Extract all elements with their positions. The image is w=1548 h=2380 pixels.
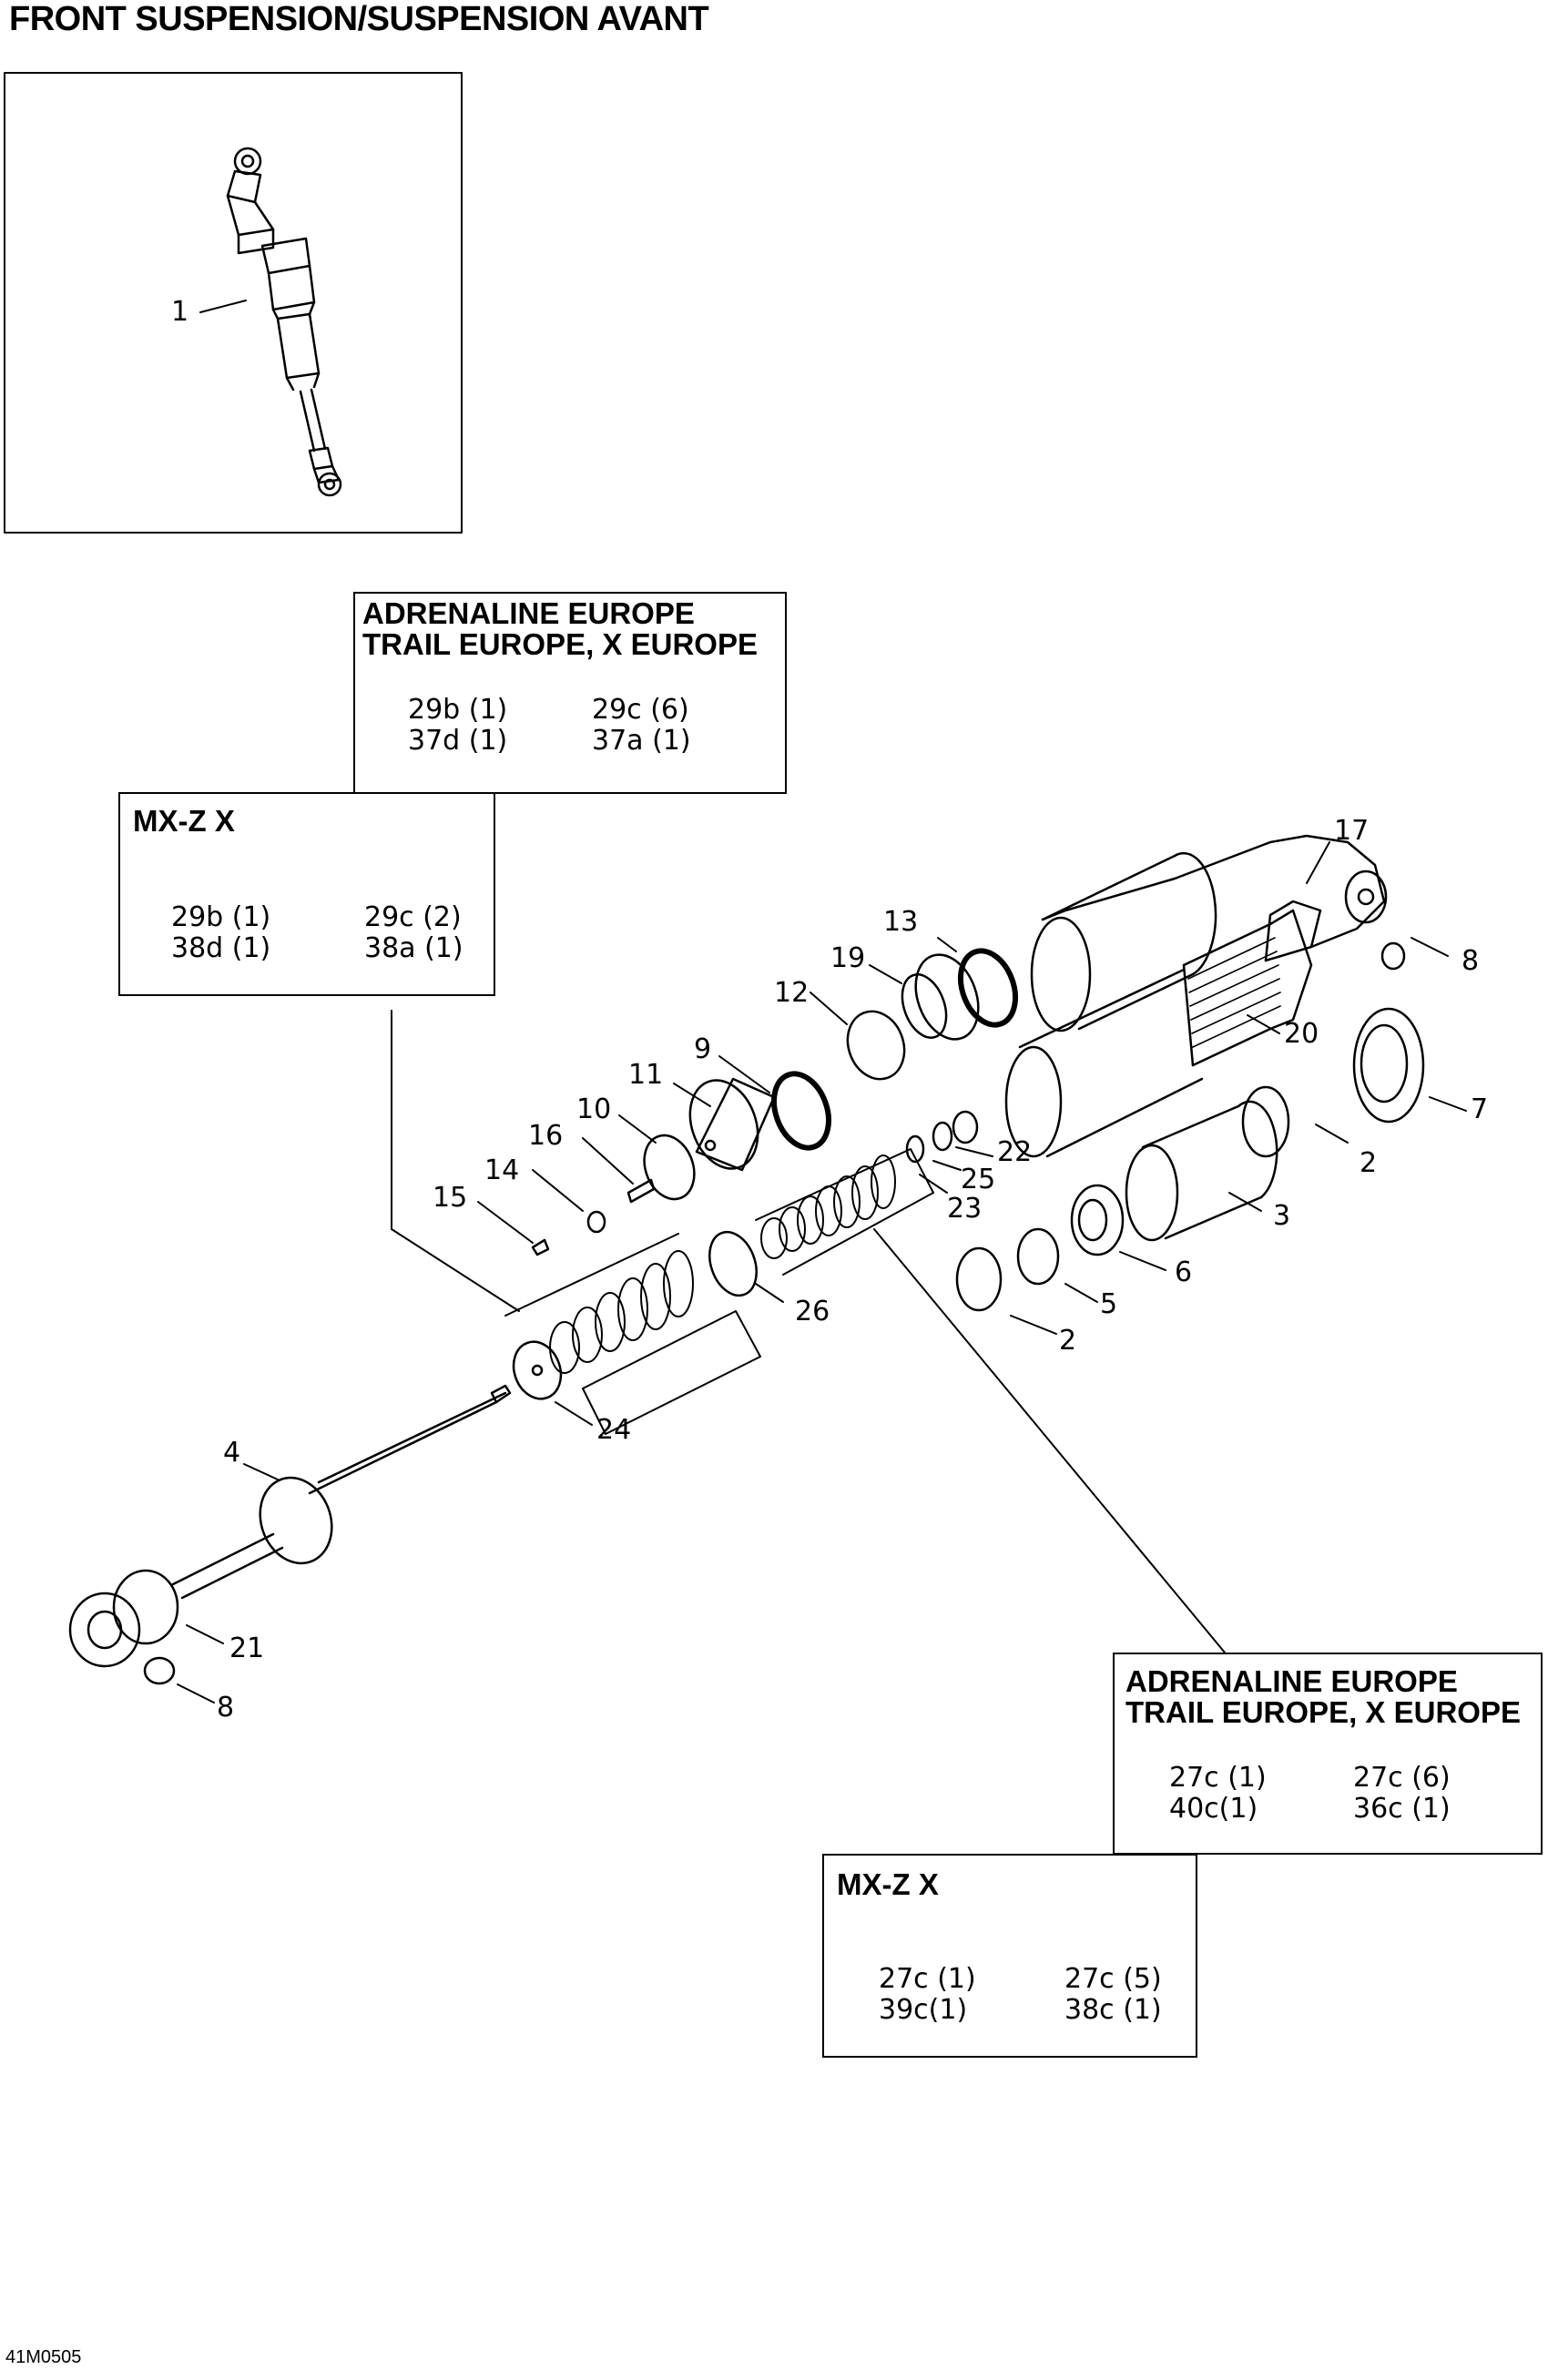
- callout-16: 16: [528, 1120, 563, 1152]
- callout-2a: 2: [1360, 1147, 1377, 1179]
- box-cell: 40c(1): [1169, 1793, 1258, 1825]
- piston-parts: [531, 948, 1018, 1256]
- body-tube-20: [1004, 968, 1204, 1158]
- page-title: FRONT SUSPENSION/SUSPENSION AVANT: [9, 0, 709, 38]
- callout-13: 13: [883, 906, 918, 938]
- callout-4: 4: [223, 1437, 240, 1469]
- callout-24: 24: [596, 1414, 631, 1446]
- box-cell: 27c (1): [879, 1963, 976, 1995]
- callout-1: 1: [171, 296, 188, 328]
- reservoir-cylinder: [1030, 851, 1217, 1032]
- box-cell: 29c (6): [592, 694, 689, 726]
- shim-stacks: [512, 1110, 979, 1400]
- callout-8b: 8: [217, 1692, 234, 1724]
- callout-20: 20: [1284, 1018, 1319, 1050]
- applicability-box-mxz-x-lower: MX-Z X 27c (1) 27c (5) 39c(1) 38c (1): [822, 1854, 1197, 2058]
- box-title-line: ADRENALINE EUROPE: [362, 596, 695, 630]
- callout-17: 17: [1334, 815, 1369, 847]
- box-title-line: MX-Z X: [133, 804, 235, 838]
- callout-9: 9: [694, 1033, 711, 1065]
- reservoir-body-17-20: [1041, 834, 1388, 1067]
- callout-3: 3: [1273, 1200, 1290, 1232]
- box-cell: 29c (2): [364, 901, 462, 933]
- bracket-lines: [391, 1010, 1226, 1653]
- callout-2b: 2: [1059, 1325, 1076, 1357]
- box-cell: 36c (1): [1353, 1793, 1451, 1825]
- callout-23: 23: [947, 1193, 982, 1225]
- gas-reservoir-parts: [955, 941, 1425, 1312]
- leader-lines: [177, 300, 1467, 1704]
- callout-25: 25: [961, 1164, 995, 1195]
- assembled-shock-drawing: [226, 147, 342, 497]
- applicability-box-adrenaline-europe-lower: ADRENALINE EUROPE TRAIL EUROPE, X EUROPE…: [1113, 1653, 1543, 1855]
- box-title-line: MX-Z X: [837, 1867, 939, 1901]
- box-cell: 27c (5): [1064, 1963, 1162, 1995]
- callout-5: 5: [1100, 1288, 1117, 1320]
- callout-21: 21: [229, 1632, 264, 1664]
- callout-7: 7: [1471, 1093, 1488, 1125]
- box-title-line: TRAIL EUROPE, X EUROPE: [362, 627, 758, 661]
- inset-frame: [4, 72, 463, 534]
- box-cell: 39c(1): [879, 1994, 968, 2026]
- callout-11: 11: [628, 1059, 663, 1091]
- box-cell: 37d (1): [408, 725, 508, 757]
- callout-8a: 8: [1461, 945, 1479, 977]
- box-title-line: ADRENALINE EUROPE: [1125, 1664, 1458, 1698]
- box-cell: 38d (1): [171, 932, 271, 964]
- box-cell: 29b (1): [171, 901, 271, 933]
- shaft-eyelet-4-21: [68, 1384, 512, 1685]
- box-cell: 38a (1): [364, 932, 463, 964]
- box-cell: 27c (6): [1353, 1762, 1451, 1794]
- box-cell: 27c (1): [1169, 1762, 1267, 1794]
- callout-10: 10: [576, 1093, 611, 1125]
- box-cell: 29b (1): [408, 694, 508, 726]
- callout-22: 22: [997, 1136, 1032, 1168]
- box-title-line: TRAIL EUROPE, X EUROPE: [1125, 1695, 1521, 1729]
- drawing-code: 41M0505: [5, 2347, 82, 2367]
- callout-26: 26: [795, 1296, 830, 1327]
- callout-6: 6: [1175, 1256, 1192, 1288]
- box-cell: 37a (1): [592, 725, 691, 757]
- callout-15: 15: [433, 1182, 467, 1214]
- callout-19: 19: [830, 942, 865, 974]
- callout-12: 12: [774, 977, 809, 1009]
- callout-14: 14: [484, 1154, 519, 1186]
- applicability-box-adrenaline-europe-upper: ADRENALINE EUROPE TRAIL EUROPE, X EUROPE…: [353, 592, 787, 794]
- applicability-box-mxz-x-upper: MX-Z X 29b (1) 29c (2) 38d (1) 38a (1): [118, 792, 495, 996]
- box-cell: 38c (1): [1064, 1994, 1162, 2026]
